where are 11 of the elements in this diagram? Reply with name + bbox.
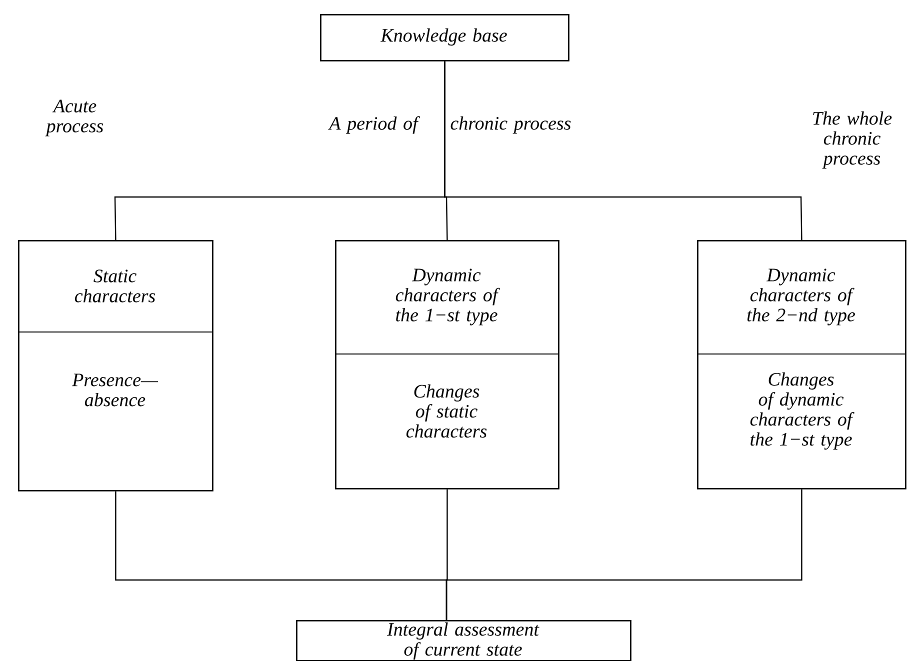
two-part-box: Static characters Presence—absence <box>18 240 214 492</box>
connector-line <box>446 489 802 620</box>
region-label: The whole chronic process <box>813 111 892 169</box>
region-label: A period of <box>328 116 420 134</box>
two-part-box: Dynamic characters of the 2−nd type Changes of dynamic characters of the 1−st type <box>696 240 906 490</box>
region-label: chronic process <box>450 116 571 134</box>
process-box: Integral assessment of current state <box>296 620 632 661</box>
connector-line <box>444 61 802 240</box>
two-part-box: Dynamic characters of the 1−st type Changes of static characters <box>334 240 560 490</box>
region-label: Acute process <box>45 100 104 136</box>
process-box: Knowledge base <box>320 14 570 62</box>
